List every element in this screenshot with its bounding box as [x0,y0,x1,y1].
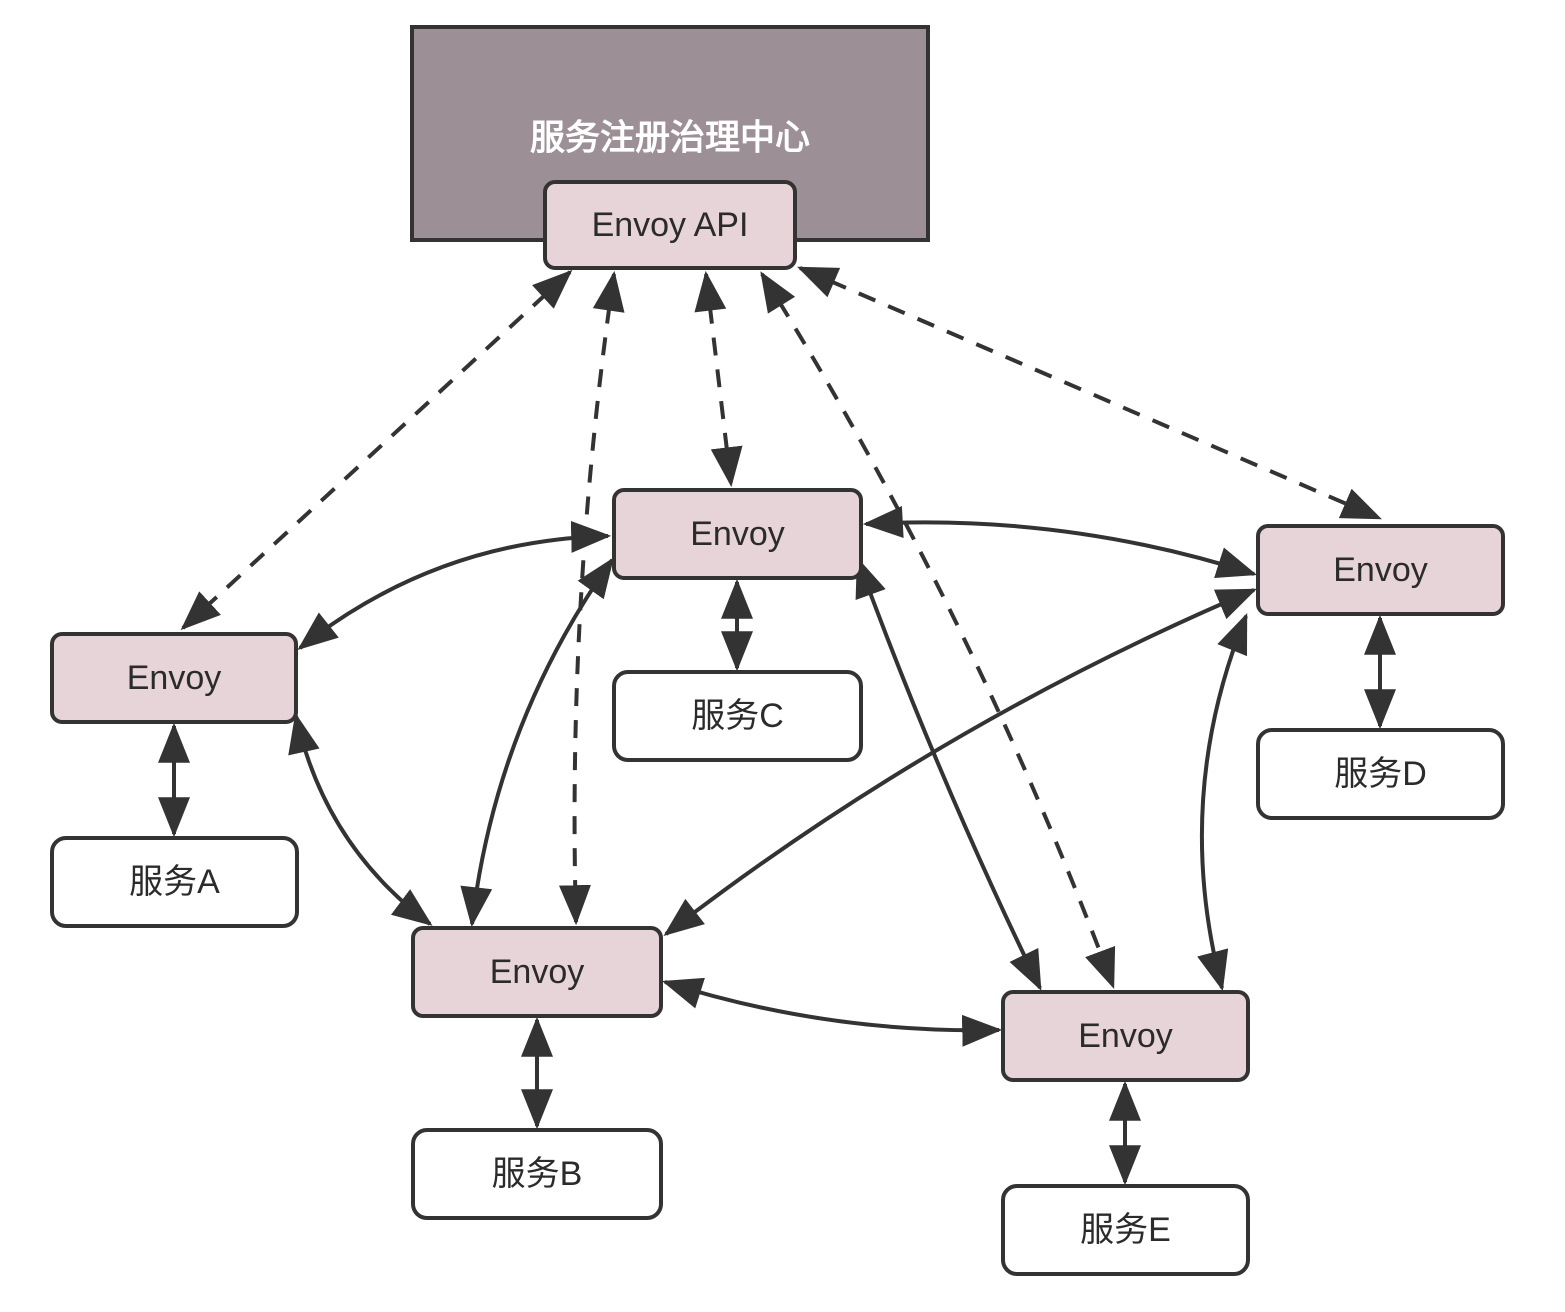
registry-title: 服务注册治理中心 [530,118,810,157]
service-e-label: 服务E [1080,1211,1171,1249]
node-service-b[interactable]: 服务B [411,1128,663,1220]
node-envoy-b[interactable]: Envoy [411,926,663,1018]
service-a-label: 服务A [129,863,220,901]
envoy-c-label: Envoy [690,515,785,553]
envoy-api-label: Envoy API [592,206,749,244]
envoy-d-box[interactable] [1256,524,1505,616]
service-d-box[interactable] [1256,728,1505,820]
node-envoy-c[interactable]: Envoy [612,488,863,580]
node-envoy-e[interactable]: Envoy [1001,990,1250,1082]
service-e-box[interactable] [1001,1184,1250,1276]
edge-envoy-api-to-envoy-c [694,270,743,488]
service-b-label: 服务B [492,1155,583,1193]
node-service-e[interactable]: 服务E [1001,1184,1250,1276]
envoy-e-box[interactable] [1001,990,1250,1082]
node-service-c[interactable]: 服务C [612,670,863,762]
envoy-c-box[interactable] [612,488,863,580]
node-layer: 服务注册治理中心 Envoy API Envoy 服务A Envoy 服务B Envoy 服务… [50,25,1505,1276]
edge-envoy-c-to-envoy-e [855,556,1042,991]
envoy-a-box[interactable] [50,632,298,724]
edge-envoy-b-to-envoy-c [460,557,614,928]
node-envoy-a[interactable]: Envoy [50,632,298,724]
node-envoy-api[interactable]: Envoy API [543,180,797,270]
edge-envoy-api-to-envoy-a [180,269,573,631]
service-c-box[interactable] [612,670,863,762]
edge-envoy-c-to-envoy-d [862,506,1258,579]
node-service-d[interactable]: 服务D [1256,728,1505,820]
edge-envoy-api-to-envoy-d [797,266,1382,520]
envoy-api-box[interactable] [543,180,797,270]
edge-envoy-b-to-envoy-e [661,977,1003,1047]
edge-layer [158,266,1396,1186]
edge-envoy-d-to-envoy-e [1197,613,1248,992]
edge-envoy-b-to-envoy-d [663,588,1257,936]
envoy-d-label: Envoy [1333,551,1428,589]
edge-envoy-api-to-envoy-b [558,270,625,926]
service-a-box[interactable] [50,836,299,928]
envoy-a-label: Envoy [127,659,222,697]
service-c-label: 服务C [691,697,784,735]
envoy-e-label: Envoy [1078,1017,1173,1055]
edge-envoy-a-to-envoy-c [297,520,612,650]
node-envoy-d[interactable]: Envoy [1256,524,1505,616]
edge-envoy-api-to-envoy-e [760,271,1116,989]
service-d-label: 服务D [1334,755,1427,793]
service-b-box[interactable] [411,1128,663,1220]
envoy-b-box[interactable] [411,926,663,1018]
edge-envoy-a-to-envoy-b [288,712,433,926]
envoy-b-label: Envoy [490,953,585,991]
node-service-a[interactable]: 服务A [50,836,299,928]
